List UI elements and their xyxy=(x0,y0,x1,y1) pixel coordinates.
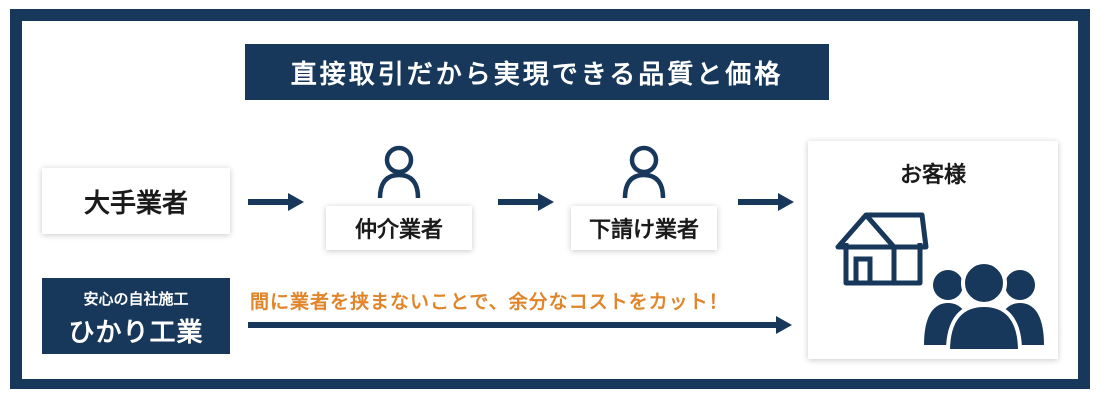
customer-box: お客様 xyxy=(808,141,1058,359)
house-icon xyxy=(835,212,929,286)
arrow-icon xyxy=(738,193,794,211)
broker-box: 仲介業者 xyxy=(326,206,472,250)
arrow-icon xyxy=(248,193,304,211)
company-tagline: 安心の自社施工 xyxy=(83,290,189,308)
long-arrow-icon xyxy=(248,316,792,334)
arrow-icon xyxy=(498,193,554,211)
direct-message: 間に業者を挟まないことで、余分なコストをカット！ xyxy=(250,291,729,313)
big-contractor-box: 大手業者 xyxy=(42,168,230,234)
subcontractor-box: 下請け業者 xyxy=(571,206,717,250)
headline-banner: 直接取引だから実現できる品質と価格 xyxy=(245,44,829,100)
company-box: 安心の自社施工 ひかり工業 xyxy=(42,278,230,354)
broker-person-icon xyxy=(377,145,421,199)
customer-label: お客様 xyxy=(899,163,966,188)
subcontractor-person-icon xyxy=(622,145,666,199)
people-group-icon xyxy=(924,260,1044,351)
company-name: ひかり工業 xyxy=(68,318,204,348)
